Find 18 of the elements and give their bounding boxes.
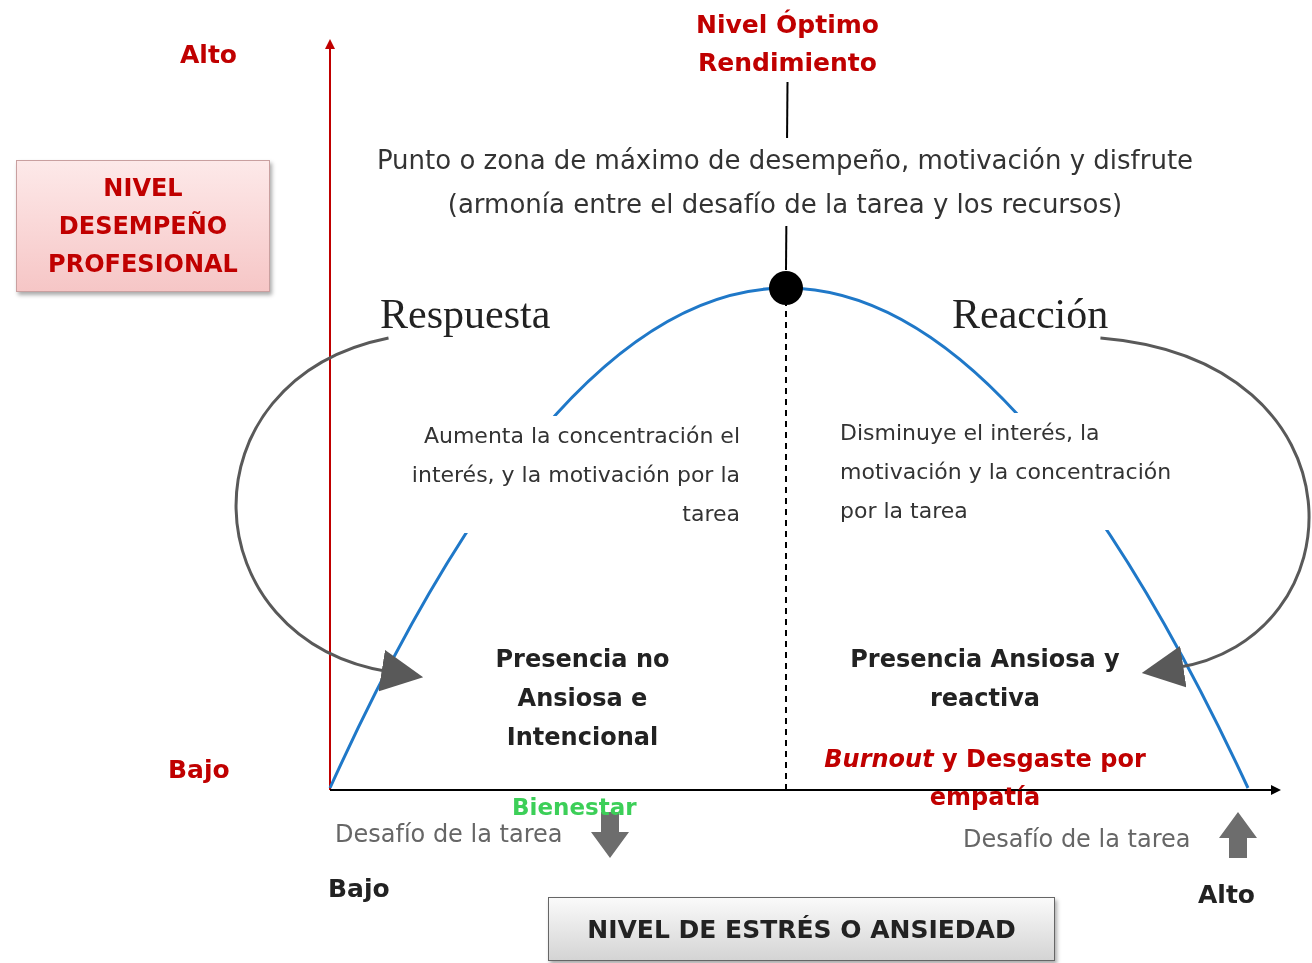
zone-label: Presencia Ansiosa y reactiva	[849, 644, 1121, 714]
phase-heading: Respuesta	[380, 290, 551, 338]
axis-tick-label: Bajo	[328, 874, 390, 903]
axis-title-box: NIVEL DE ESTRÉS O ANSIEDAD	[548, 897, 1055, 961]
peak-dot	[768, 270, 804, 306]
curved-arrow	[234, 336, 423, 691]
direction-label: Desafío de la tarea	[963, 825, 1191, 853]
axis-tick-label: Bajo	[168, 755, 230, 784]
axis-tick-label: Alto	[180, 40, 238, 69]
outcome-label: Burnout y Desgaste por empatía	[823, 744, 1147, 813]
peak-label: Nivel Óptimo Rendimiento	[680, 6, 895, 82]
zone-label: Presencia no Ansiosa e Intencional	[494, 644, 671, 753]
phase-heading: Reacción	[952, 290, 1109, 338]
direction-label: Desafío de la tarea	[335, 820, 563, 848]
curved-arrow	[1100, 336, 1310, 686]
axis-title-box: NIVEL DESEMPEÑO PROFESIONAL	[16, 160, 270, 292]
outcome-label: Bienestar	[512, 794, 637, 820]
axis-tick-label: Alto	[1198, 880, 1256, 909]
